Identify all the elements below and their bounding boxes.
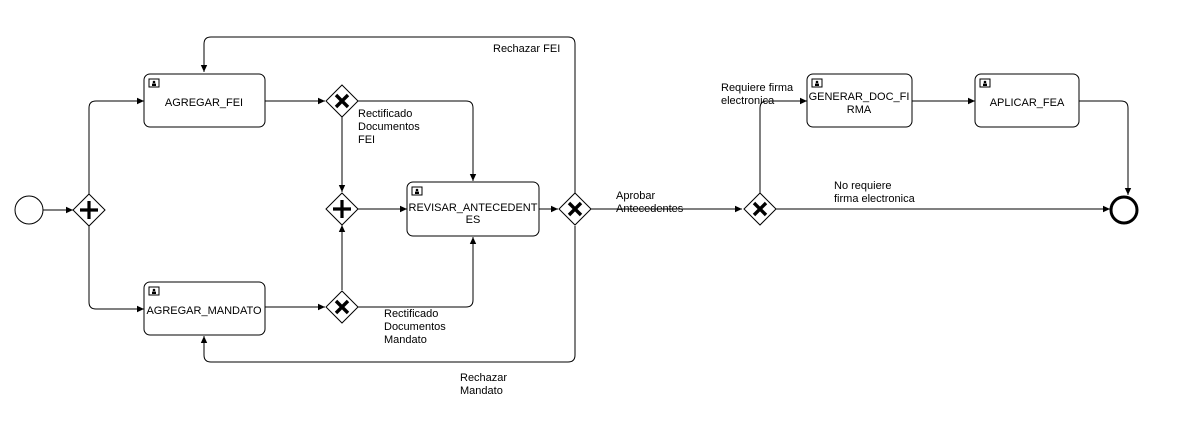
user-task-icon <box>979 78 991 88</box>
task-label-aplicar-fea: APLICAR_FEA <box>990 97 1065 109</box>
user-task-icon <box>811 78 823 88</box>
label-rechazar-fei: Rechazar FEI <box>493 43 560 55</box>
label-rectificado-mandato-3: Mandato <box>384 334 427 346</box>
label-no-requiere-1: No requiere <box>834 180 891 192</box>
task-label-revisar-line1: REVISAR_ANTECEDENT <box>409 202 538 214</box>
user-task-icon <box>411 186 423 196</box>
task-aplicar-fea[interactable]: APLICAR_FEA <box>974 73 1080 128</box>
label-rectificado-mandato-2: Documentos <box>384 321 446 333</box>
parallel-gateway-split[interactable] <box>72 193 106 227</box>
label-no-requiere-2: firma electronica <box>834 193 916 205</box>
label-rectificado-fei-3: FEI <box>358 134 375 146</box>
task-label-agregar-mandato: AGREGAR_MANDATO <box>146 305 262 317</box>
task-label-generar-line2: RMA <box>847 104 872 116</box>
task-agregar-mandato[interactable]: AGREGAR_MANDATO <box>143 281 266 336</box>
label-aprobar-2: Antecedentes <box>616 203 684 215</box>
flow-rectificado-mandato[interactable] <box>358 237 477 308</box>
label-rectificado-fei-1: Rectificado <box>358 108 412 120</box>
exclusive-gateway-fei[interactable] <box>325 84 359 118</box>
plus-icon <box>333 200 351 218</box>
flow-rectificado-fei[interactable] <box>358 100 477 181</box>
flow-split-to-agregar-mandato[interactable] <box>88 226 144 313</box>
plus-icon <box>80 201 98 219</box>
exclusive-gateway-mandato[interactable] <box>325 290 359 324</box>
flow-labels: Rechazar FEI Rectificado Documentos FEI … <box>358 43 916 397</box>
label-rectificado-fei-2: Documentos <box>358 121 420 133</box>
label-rechazar-mandato-2: Mandato <box>460 385 503 397</box>
task-agregar-fei[interactable]: AGREGAR_FEI <box>143 73 266 128</box>
x-icon <box>567 201 583 217</box>
label-requiere-firma-1: Requiere firma <box>721 82 794 94</box>
parallel-gateway-join[interactable] <box>325 192 359 226</box>
label-rechazar-mandato-1: Rechazar <box>460 372 507 384</box>
task-revisar-antecedentes[interactable]: REVISAR_ANTECEDENT ES <box>406 181 540 237</box>
label-rectificado-mandato-1: Rectificado <box>384 308 438 320</box>
end-event[interactable] <box>1109 195 1139 225</box>
x-icon <box>334 299 350 315</box>
exclusive-gateway-revision[interactable] <box>558 192 592 226</box>
task-label-agregar-fei: AGREGAR_FEI <box>165 97 243 109</box>
x-icon <box>752 201 768 217</box>
flow-requiere-firma[interactable] <box>759 97 807 193</box>
sequence-flows <box>43 36 1132 363</box>
task-label-generar-line1: GENERAR_DOC_FI <box>809 91 910 103</box>
flow-rechazar-mandato[interactable] <box>200 226 576 363</box>
task-generar-doc-firma[interactable]: GENERAR_DOC_FI RMA <box>806 73 913 128</box>
start-event[interactable] <box>14 195 44 225</box>
task-label-revisar-line2: ES <box>466 214 481 226</box>
user-task-icon <box>148 78 160 88</box>
exclusive-gateway-firma[interactable] <box>743 192 777 226</box>
flow-rechazar-fei[interactable] <box>200 36 576 193</box>
flow-split-to-agregar-fei[interactable] <box>88 97 144 194</box>
label-aprobar-1: Aprobar <box>616 190 655 202</box>
label-requiere-firma-2: electronica <box>721 95 775 107</box>
user-task-icon <box>148 286 160 296</box>
flow-aplicar-to-end[interactable] <box>1079 100 1132 195</box>
x-icon <box>334 93 350 109</box>
